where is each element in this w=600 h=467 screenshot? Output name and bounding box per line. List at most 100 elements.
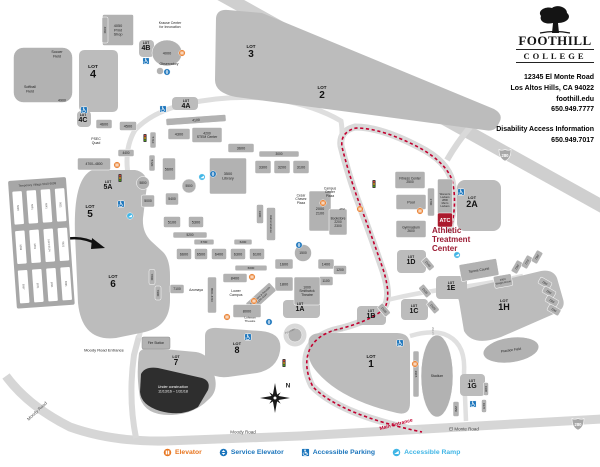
- building-label: 2900Weight Room: [495, 276, 512, 286]
- service-elevator-icon: [265, 318, 273, 326]
- highway-280-shield: 280: [498, 148, 512, 162]
- accessible-parking-icon: [244, 333, 252, 341]
- lot-1d-shape: [397, 250, 426, 273]
- building-fire-station: Fire Station: [141, 336, 171, 350]
- building-d60: D60: [537, 277, 553, 289]
- building-label: 3200: [278, 165, 286, 169]
- service-elevator-icon: [218, 448, 228, 457]
- map-label-observatory: Observatory: [159, 62, 178, 66]
- accessible-parking-icon: [80, 106, 88, 114]
- disability-line: Disability Access Information: [496, 126, 594, 134]
- building-label: D60: [542, 280, 549, 286]
- accessible-parking-icon: [117, 200, 125, 208]
- disability-info: Disability Access Information 650.949.70…: [434, 125, 594, 147]
- building-label: 5720: [150, 160, 154, 167]
- building-label: 6300: [234, 252, 242, 256]
- address-line: Los Altos Hills, CA 94022: [510, 84, 594, 92]
- building-label: Administration: [269, 215, 273, 233]
- road-moody-entrance: [128, 335, 142, 439]
- building-label: 1600: [280, 262, 288, 266]
- building-d130: D130: [418, 284, 432, 298]
- building-4100: 4100: [165, 114, 227, 126]
- village-arrow-head: [91, 238, 105, 249]
- traffic-light-icon: [372, 180, 376, 188]
- lot-4c-shape: [77, 111, 91, 127]
- lot-2-3-shape: [215, 9, 501, 131]
- elevator-icon: [416, 207, 424, 215]
- building-d40: D40: [511, 259, 523, 275]
- svg-text:5041: 5041: [44, 203, 48, 210]
- building-6100: 6100: [249, 248, 265, 260]
- building-6300: 6300: [230, 248, 246, 260]
- svg-text:280: 280: [575, 422, 583, 427]
- building-label: 1100: [322, 279, 329, 283]
- building-8500-8710: 8500–8710: [207, 276, 217, 314]
- building-label: 4000: [163, 51, 171, 55]
- map-label-one-way: One Way: [331, 327, 344, 333]
- map-label-azumaya: Azumaya: [189, 288, 203, 292]
- building-label: D130: [421, 287, 429, 295]
- building-8000: 8000: [232, 304, 262, 318]
- oak-tree-icon: [539, 6, 571, 34]
- building-label: D40: [514, 263, 520, 270]
- building-label: Fire Station: [148, 341, 165, 345]
- building-label: 1900: [258, 211, 262, 218]
- building-label: 1400: [322, 262, 330, 266]
- village-building-5081: 5081: [60, 266, 72, 301]
- map-legend: Elevator Service Elevator Accessible Par…: [163, 448, 460, 457]
- building-label: 3600: [237, 146, 245, 150]
- accessible-ramp-icon: [198, 173, 206, 181]
- building-label: 4100: [192, 118, 200, 123]
- building-2950: 2950: [452, 401, 460, 417]
- building-4700-4800: 4700–4800: [77, 157, 111, 171]
- building-1100: 1100: [318, 276, 334, 286]
- village-building-5061: 5061: [29, 229, 41, 263]
- svg-text:5011: 5011: [58, 202, 62, 208]
- building-3600: 3600: [227, 143, 255, 153]
- address-line: 12345 El Monte Road: [523, 73, 594, 81]
- building-label: 4400: [122, 151, 129, 155]
- building-practice-field: Practice Field: [482, 336, 540, 364]
- building-1600: 1600: [274, 258, 294, 270]
- svg-text:5071: 5071: [36, 283, 40, 290]
- building-label: 5710: [151, 137, 155, 144]
- building-label: 1200: [336, 268, 344, 272]
- building-6200: 6200: [233, 239, 253, 245]
- building-stadium: Stadium: [420, 334, 454, 418]
- elevator-icon: [250, 297, 258, 305]
- building-4300: 4300: [167, 128, 191, 140]
- building-label: 5500: [185, 184, 192, 188]
- building-label: Stadium: [431, 374, 444, 378]
- lot-1g-shape: [460, 374, 485, 396]
- svg-text:5097: 5097: [21, 284, 25, 291]
- legend-label: Service Elevator: [230, 449, 284, 456]
- svg-text:5123-5134: 5123-5134: [47, 239, 52, 252]
- college-name: FOOTHILL: [518, 33, 592, 48]
- building-1400: 1400: [317, 258, 335, 270]
- building-4060: 4060: [101, 16, 109, 44]
- building-8400: 8400: [222, 273, 248, 283]
- building-7100: 7100: [169, 284, 185, 294]
- lot-2a-shape: [457, 180, 501, 231]
- building-label: 4600: [100, 122, 108, 126]
- building-4600: 4600: [95, 119, 113, 129]
- building-2700: 2700: [427, 187, 435, 217]
- building-label: 8000: [243, 309, 251, 313]
- temporary-village-header: Temporary Village 5010-5099: [18, 181, 56, 188]
- accessible-parking-icon: [301, 448, 310, 457]
- building-5000: 5000: [141, 194, 155, 208]
- building-label: 6400: [215, 252, 223, 256]
